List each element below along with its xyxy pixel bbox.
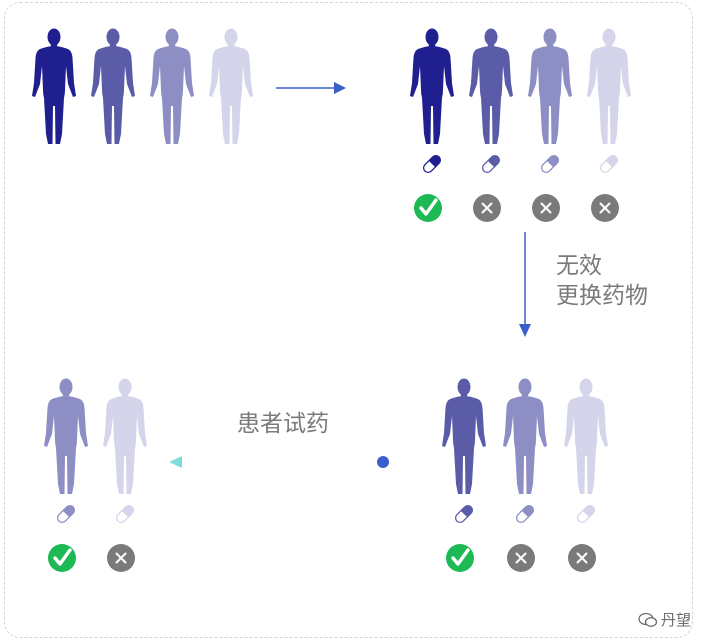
check-icon <box>414 194 442 222</box>
person-figure <box>503 378 547 494</box>
pill-icon <box>481 154 501 174</box>
patient-group-2 <box>410 28 631 222</box>
person-figure <box>528 28 572 144</box>
dashed-frame <box>4 2 693 638</box>
arrow-right <box>276 82 346 94</box>
person-figure <box>44 378 88 494</box>
check-icon <box>446 544 474 572</box>
patient-groups <box>32 28 631 572</box>
person-figure <box>469 28 513 144</box>
patient-trial-label: 患者试药 <box>237 411 329 437</box>
patient-group-1 <box>32 28 253 144</box>
pill-icon <box>115 504 135 524</box>
pill-icon <box>454 504 474 524</box>
person-figure <box>103 378 147 494</box>
person-figure <box>587 28 631 144</box>
person-figure <box>442 378 486 494</box>
watermark: 丹望 <box>638 609 691 630</box>
cross-icon <box>568 544 596 572</box>
arrow-down <box>519 232 531 337</box>
cross-icon <box>473 194 501 222</box>
arrow-left <box>169 456 389 468</box>
person-figure <box>564 378 608 494</box>
person-figure <box>150 28 194 144</box>
switch-drug-label: 更换药物 <box>556 283 648 309</box>
pill-icon <box>422 154 442 174</box>
person-figure <box>91 28 135 144</box>
pill-icon <box>599 154 619 174</box>
check-icon <box>48 544 76 572</box>
cross-icon <box>107 544 135 572</box>
ineffective-label: 无效 <box>556 253 602 279</box>
person-figure <box>32 28 76 144</box>
pill-icon <box>515 504 535 524</box>
person-figure <box>410 28 454 144</box>
pill-icon <box>540 154 560 174</box>
patient-group-4 <box>44 378 147 572</box>
cross-icon <box>532 194 560 222</box>
watermark-text: 丹望 <box>660 611 691 629</box>
pill-icon <box>56 504 76 524</box>
patient-group-3 <box>442 378 608 572</box>
wechat-icon <box>638 612 658 627</box>
cross-icon <box>507 544 535 572</box>
pill-icon <box>576 504 596 524</box>
cross-icon <box>591 194 619 222</box>
person-figure <box>209 28 253 144</box>
